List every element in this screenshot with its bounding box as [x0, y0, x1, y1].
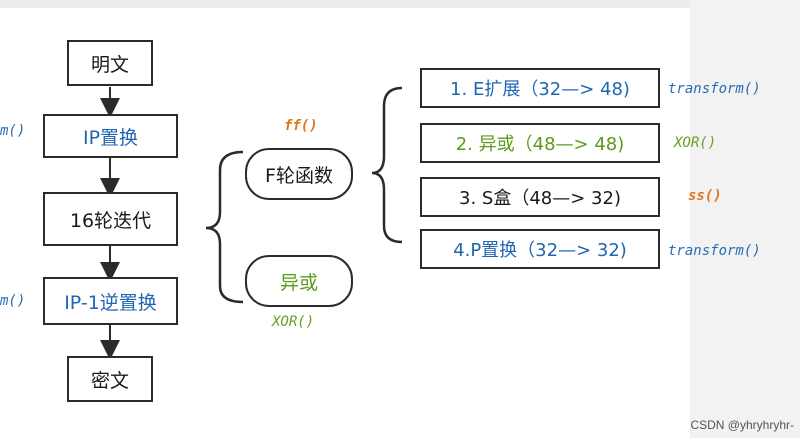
ip-inverse-box: IP-1逆置换 — [43, 277, 178, 325]
step-e-expansion-fn-label: transform() — [668, 81, 761, 97]
f-function-fn-label: ff() — [284, 118, 318, 134]
watermark: CSDN @yhryhryhr- — [690, 418, 794, 432]
ciphertext-box: 密文 — [67, 356, 153, 402]
ip-permutation-label: IP置换 — [82, 126, 139, 149]
ip-fn-label: m() — [0, 123, 26, 139]
step-xor-fn-label: XOR() — [674, 135, 717, 151]
f-function-label: F轮函数 — [265, 164, 333, 187]
rounds-box: 16轮迭代 — [43, 192, 178, 246]
brace-f-function — [371, 86, 403, 244]
step-e-expansion-box: 1. E扩展（32—> 48) — [420, 68, 660, 108]
f-function-node: F轮函数 — [245, 148, 353, 200]
xor-node: 异或 — [245, 255, 353, 307]
step-p-permutation-fn-label: transform() — [668, 243, 761, 259]
step-xor-box: 2. 异或（48—> 48) — [420, 123, 660, 163]
brace-rounds — [205, 150, 244, 304]
background-strip — [690, 0, 800, 438]
xor-fn-label: XOR() — [272, 314, 315, 330]
ip-inverse-fn-label: m() — [0, 293, 26, 309]
step-xor-label: 2. 异或（48—> 48) — [455, 134, 625, 155]
plaintext-label: 明文 — [90, 53, 129, 76]
xor-label: 异或 — [279, 271, 318, 294]
ip-inverse-label: IP-1逆置换 — [64, 291, 157, 314]
plaintext-box: 明文 — [67, 40, 153, 86]
step-e-expansion-label: 1. E扩展（32—> 48) — [450, 79, 630, 100]
step-sbox-box: 3. S盒（48—> 32) — [420, 177, 660, 217]
step-sbox-label: 3. S盒（48—> 32) — [459, 188, 621, 209]
step-p-permutation-label: 4.P置换（32—> 32) — [453, 240, 627, 261]
step-p-permutation-box: 4.P置换（32—> 32) — [420, 229, 660, 269]
rounds-label: 16轮迭代 — [69, 209, 152, 232]
ciphertext-label: 密文 — [90, 369, 129, 392]
step-sbox-fn-label: ss() — [688, 188, 722, 204]
ip-permutation-box: IP置换 — [43, 114, 178, 158]
